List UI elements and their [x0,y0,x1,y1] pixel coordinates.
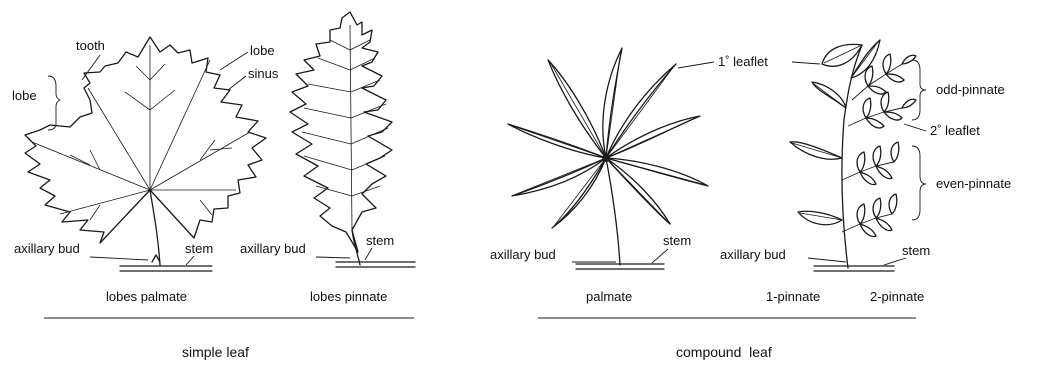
label-2-pinnate: 2-pinnate [870,289,924,304]
stem-pointer-pinnate-lobes [365,248,372,260]
callout-axillary-bud-pinnate-lobes: axillary bud [240,241,306,256]
secondary-leaflet [873,198,881,218]
secondary-rachis-mid [848,92,916,128]
sinus-pointer-line [228,76,246,90]
caption-compound-leaf: compound leaf [676,344,772,360]
axillary-bud-pointer-pinnate-lobes [316,257,350,258]
callout-stem-palmate-compound: stem [663,233,691,248]
callout-odd-pinnate: odd-pinnate [936,82,1005,97]
pinnate-compound-leaf-drawing [790,40,916,271]
secondary-leaflet [902,99,916,108]
axillary-bud-pointer-palmate-lobes [90,257,148,260]
secondary-leaflet [881,92,889,112]
callout-even-pinnate: even-pinnate [936,176,1011,191]
caption-simple-leaf: simple leaf [182,344,249,360]
callout-tooth: tooth [76,38,105,53]
secondary-leaflet [883,54,891,74]
callout-stem-pinnate-lobes: stem [366,233,394,248]
callout-sinus: sinus [248,66,279,81]
secondary-leaflet [876,218,892,231]
secondary-leaflet [860,172,876,185]
palmate-compound-petiole [606,158,620,265]
leaflet-1-pointer-right [792,62,820,64]
leaflet-2-pointer [904,124,926,131]
palmate-lobed-leaf-blade [25,37,266,243]
callout-axillary-bud-pinnate-compound: axillary bud [720,247,786,262]
callout-lobe-bracket: lobe [12,88,37,103]
leaflet-1-pointer-left [678,62,714,68]
secondary-leaflet [891,142,899,162]
secondary-leaflet [868,86,886,94]
label-1-pinnate: 1-pinnate [766,289,820,304]
secondary-leaflet [863,98,871,118]
pinnate-lobed-leaf-drawing [290,12,415,267]
callout-2-leaflet: 2˚ leaflet [930,123,980,138]
secondary-leaflet [902,55,916,64]
callout-1-leaflet: 1˚ leaflet [718,54,768,69]
label-lobes-palmate: lobes palmate [106,289,187,304]
lobe-bracket [48,76,60,130]
stem-pointer-palmate-lobes [186,256,194,265]
lobe-pointer-line [220,52,248,70]
pinnate-lobed-stem [336,262,415,267]
secondary-leaflet [876,166,892,179]
pinnate-lobed-leaf-blade [290,12,392,252]
callout-axillary-bud-palmate-lobes: axillary bud [14,241,80,256]
callout-axillary-bud-palmate-compound: axillary bud [490,247,556,262]
stem-pointer-palmate-compound [652,249,668,263]
callout-lobe-pointer: lobe [250,43,275,58]
odd-pinnate-bracket [912,60,926,120]
secondary-leaflet [884,112,902,120]
palmate-leaf-petiole [150,190,160,265]
callout-stem-palmate-lobes: stem [185,241,213,256]
secondary-leaflet [886,74,904,82]
secondary-rachis-lower-1 [842,142,899,185]
primary-leaflet [798,211,842,224]
palmate-lobed-leaf-drawing [25,37,266,271]
secondary-leaflet [889,194,897,214]
pinnate-compound-stem [814,266,894,271]
pinnate-lobed-petiole [352,230,360,265]
axillary-bud-pointer-pinnate-compound [808,258,846,262]
label-lobes-pinnate: lobes pinnate [310,289,387,304]
stem-pointer-pinnate-compound [884,258,906,265]
label-palmate-compound: palmate [586,289,632,304]
secondary-leaflet [866,118,884,128]
secondary-rachis-lower-2 [842,194,897,237]
secondary-leaflet [873,146,881,166]
secondary-leaflet [857,204,865,224]
callout-stem-pinnate-compound: stem [902,243,930,258]
secondary-leaflet [857,152,865,172]
palmate-leaf-stem [120,266,212,271]
even-pinnate-bracket [912,146,926,220]
secondary-leaflet [860,224,876,237]
